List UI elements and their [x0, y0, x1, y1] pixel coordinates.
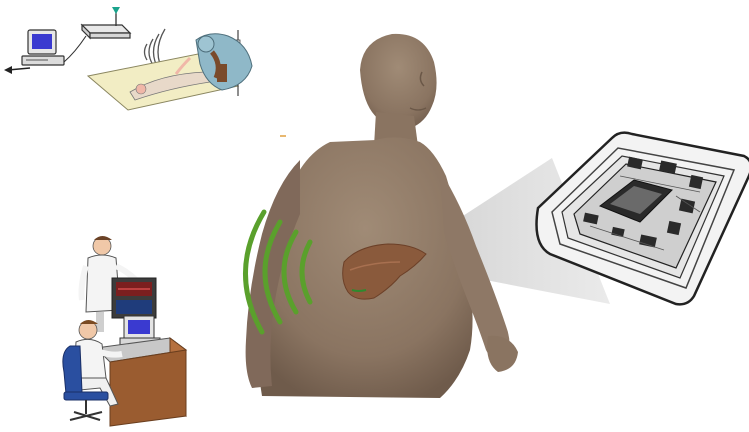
router-icon: [64, 7, 130, 62]
clinic-workstation: [63, 236, 186, 426]
right-hand: [487, 336, 518, 372]
arrow-left-icon: [4, 66, 30, 74]
desk-icon: [96, 338, 186, 426]
computer-icon: [22, 30, 64, 65]
monitor-rack-icon: [112, 278, 156, 318]
remote-station: [4, 7, 252, 110]
